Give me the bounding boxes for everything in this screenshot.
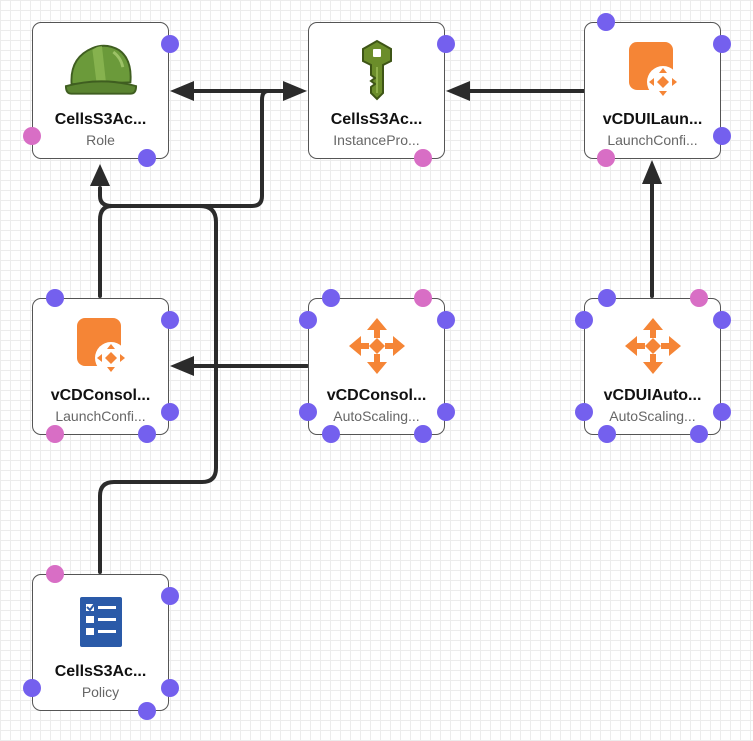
connection-port[interactable] [161, 311, 179, 329]
connection-port[interactable] [299, 311, 317, 329]
connection-port[interactable] [414, 425, 432, 443]
connection-port[interactable] [690, 289, 708, 307]
node-console-launch-config[interactable]: vCDConsol... LaunchConfi... [32, 298, 169, 435]
autoscaling-icon [616, 309, 690, 383]
node-subtitle: InstancePro... [333, 132, 420, 148]
connection-port[interactable] [598, 425, 616, 443]
connector-console-launch-config-role[interactable] [98, 204, 114, 298]
connection-port[interactable] [23, 679, 41, 697]
arrowhead-to-instance-profile-left [283, 81, 307, 101]
connection-port[interactable] [598, 289, 616, 307]
connection-port[interactable] [46, 289, 64, 307]
connection-port[interactable] [161, 403, 179, 421]
connection-port[interactable] [322, 425, 340, 443]
launch-config-icon [64, 309, 138, 383]
node-subtitle: AutoScaling... [609, 408, 696, 424]
arrowhead-to-console-launch-config [170, 356, 194, 376]
connection-port[interactable] [713, 127, 731, 145]
connection-port[interactable] [161, 679, 179, 697]
node-title: CellsS3Ac... [330, 111, 423, 128]
connection-port[interactable] [138, 702, 156, 720]
node-subtitle: Policy [81, 684, 120, 700]
connection-port[interactable] [138, 149, 156, 167]
connection-port[interactable] [414, 149, 432, 167]
launch-config-icon [616, 33, 690, 107]
connection-port[interactable] [713, 35, 731, 53]
node-policy[interactable]: CellsS3Ac... Policy [32, 574, 169, 711]
arrowhead-to-role-bottom [90, 164, 110, 186]
node-console-autoscaling[interactable]: vCDConsol... AutoScaling... [308, 298, 445, 435]
node-title: CellsS3Ac... [54, 111, 147, 128]
node-title: vCDUILaun... [602, 111, 703, 128]
connection-port[interactable] [161, 35, 179, 53]
arrowhead-to-ui-launch-config [642, 160, 662, 184]
node-title: vCDConsol... [326, 387, 427, 404]
connection-port[interactable] [322, 289, 340, 307]
connection-port[interactable] [713, 403, 731, 421]
connection-port[interactable] [23, 127, 41, 145]
autoscaling-icon [340, 309, 414, 383]
connection-port[interactable] [597, 13, 615, 31]
node-subtitle: AutoScaling... [333, 408, 420, 424]
connection-port[interactable] [414, 289, 432, 307]
connection-port[interactable] [46, 565, 64, 583]
node-ui-autoscaling[interactable]: vCDUIAuto... AutoScaling... [584, 298, 721, 435]
connection-port[interactable] [690, 425, 708, 443]
connection-port[interactable] [161, 587, 179, 605]
connection-port[interactable] [597, 149, 615, 167]
node-subtitle: LaunchConfi... [607, 132, 698, 148]
connector-instance-profile-role-branch[interactable] [98, 89, 280, 208]
connection-port[interactable] [575, 403, 593, 421]
node-ui-launch-config[interactable]: vCDUILaun... LaunchConfi... [584, 22, 721, 159]
connector-policy-role[interactable] [98, 204, 218, 574]
connection-port[interactable] [46, 425, 64, 443]
connection-port[interactable] [713, 311, 731, 329]
node-title: vCDConsol... [50, 387, 151, 404]
node-instance-profile[interactable]: CellsS3Ac... InstancePro... [308, 22, 445, 159]
connection-port[interactable] [437, 35, 455, 53]
arrowhead-to-role-left [170, 81, 194, 101]
connection-port[interactable] [299, 403, 317, 421]
connection-port[interactable] [575, 311, 593, 329]
node-title: vCDUIAuto... [603, 387, 702, 404]
connection-port[interactable] [138, 425, 156, 443]
node-subtitle: Role [86, 132, 115, 148]
key-icon [340, 33, 414, 107]
node-subtitle: LaunchConfi... [55, 408, 146, 424]
policy-icon [64, 585, 138, 659]
arrowhead-to-instance-profile-right [446, 81, 470, 101]
node-title: CellsS3Ac... [54, 663, 147, 680]
connection-port[interactable] [437, 311, 455, 329]
node-role[interactable]: CellsS3Ac... Role [32, 22, 169, 159]
helmet-icon [64, 33, 138, 107]
connection-port[interactable] [437, 403, 455, 421]
